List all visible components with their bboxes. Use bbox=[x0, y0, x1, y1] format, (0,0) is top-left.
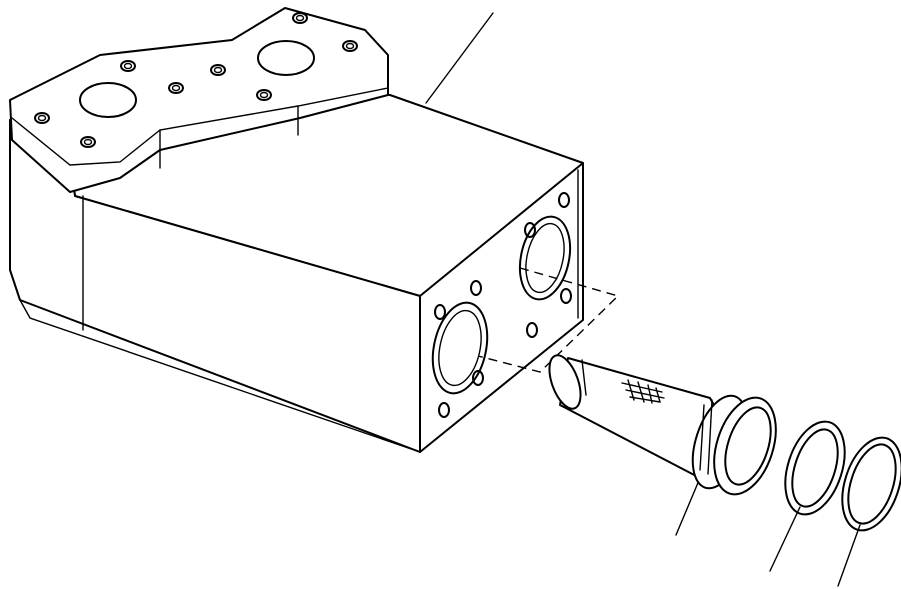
port-lower bbox=[431, 301, 489, 395]
mesh-pattern bbox=[621, 379, 665, 404]
bolt-hole bbox=[434, 304, 446, 320]
mounting-flange bbox=[9, 7, 389, 193]
end-face-ports bbox=[431, 192, 572, 418]
flange-port-right bbox=[257, 40, 315, 76]
strainer-flange bbox=[713, 396, 777, 496]
leader-line-body bbox=[425, 12, 494, 104]
strainer-nozzle bbox=[548, 354, 582, 410]
o-ring bbox=[784, 420, 846, 516]
bolt-hole bbox=[524, 222, 536, 238]
backup-ring-outer bbox=[841, 436, 901, 532]
backup-ring-inner bbox=[847, 443, 897, 525]
flange-port-left bbox=[79, 82, 137, 118]
flange-plate bbox=[9, 7, 389, 193]
body-end-face bbox=[419, 162, 584, 453]
insertion-path bbox=[477, 267, 620, 373]
strainer bbox=[548, 354, 777, 496]
bolt-hole bbox=[526, 322, 538, 338]
leader-line-o-ring bbox=[769, 506, 801, 572]
flange-bolt-holes bbox=[34, 12, 358, 148]
port-upper bbox=[518, 215, 572, 301]
o-ring-outer bbox=[784, 420, 846, 516]
bolt-hole bbox=[558, 192, 570, 208]
bolt-hole bbox=[438, 402, 450, 418]
bolt-hole bbox=[472, 370, 484, 386]
backup-ring bbox=[841, 436, 901, 532]
o-ring-inner bbox=[791, 428, 839, 508]
leader-line-strainer bbox=[675, 477, 701, 536]
callout-leaders bbox=[425, 12, 861, 587]
bolt-hole bbox=[560, 288, 572, 304]
leader-line-backup-ring bbox=[837, 524, 861, 587]
bolt-hole bbox=[470, 280, 482, 296]
